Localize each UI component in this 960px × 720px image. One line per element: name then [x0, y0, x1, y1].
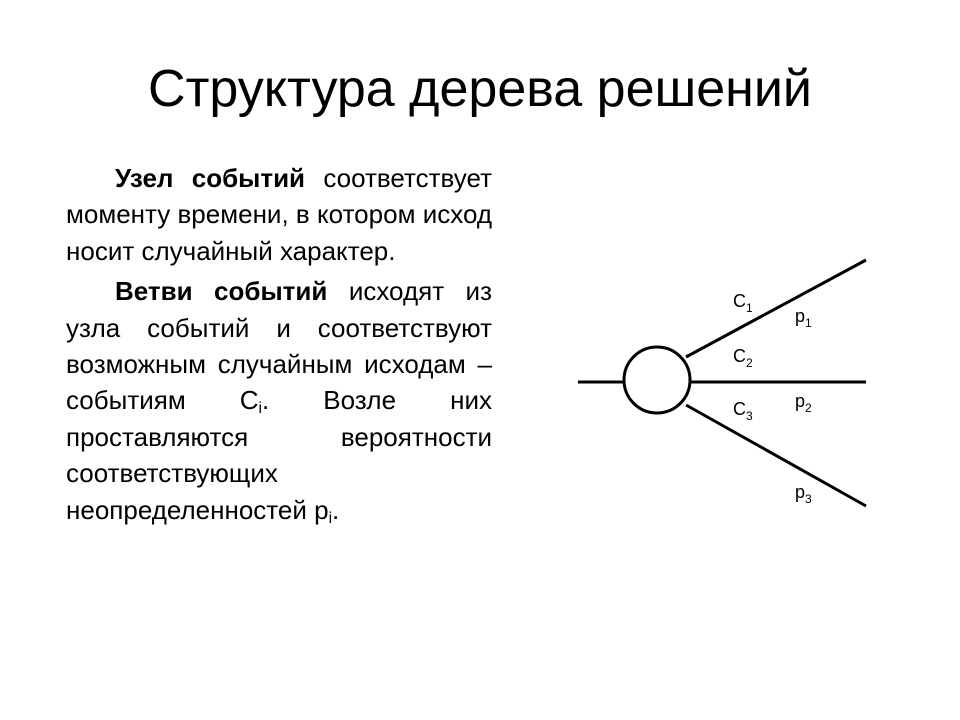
prob-label-p3: p3 [795, 482, 812, 506]
paragraph-event-branches-text-2: . Возле них проставляются вероятности со… [66, 385, 492, 525]
probability-subscript: i [328, 509, 333, 527]
paragraph-event-branches-end: . [332, 494, 340, 525]
branch-line-3 [685, 403, 867, 508]
event-subscript: i [258, 400, 263, 418]
prob-label-p1-main: p [795, 306, 805, 326]
prob-label-p1-sub: 1 [805, 316, 812, 330]
event-label-c2-main: C [733, 346, 746, 366]
paragraph-event-branches-text: исходят из узла событий и соответствуют … [66, 276, 492, 416]
event-label-c3-sub: 3 [746, 409, 753, 423]
slide-title: Структура дерева решений [148, 60, 812, 118]
paragraph-event-node-text: соответствует моменту времени, в котором… [66, 163, 492, 266]
event-label-c2-sub: 2 [746, 356, 753, 370]
event-label-c3: C3 [733, 399, 753, 423]
prob-label-p1: p1 [795, 306, 812, 330]
paragraph-event-node: Узел событий соответствует моменту време… [66, 160, 492, 269]
event-label-c3-main: C [733, 399, 746, 419]
prob-label-p3-main: p [795, 482, 805, 502]
prob-label-p2-main: p [795, 391, 805, 411]
prob-label-p2-sub: 2 [805, 401, 812, 415]
event-label-c1-sub: 1 [746, 301, 753, 315]
event-label-c1: C1 [733, 291, 753, 315]
event-label-c1-main: C [733, 291, 746, 311]
event-label-c2: C2 [733, 346, 753, 370]
term-event-branches: Ветви событий [115, 276, 328, 307]
prob-label-p3-sub: 3 [805, 492, 812, 506]
text-block: Узел событий соответствует моменту време… [66, 160, 492, 528]
branch-line-1 [685, 258, 867, 359]
prob-label-p2: p2 [795, 391, 812, 415]
paragraph-event-branches: Ветви событий исходят из узла событий и … [66, 273, 492, 528]
term-event-node: Узел событий [115, 163, 306, 193]
event-node-circle [622, 345, 692, 415]
